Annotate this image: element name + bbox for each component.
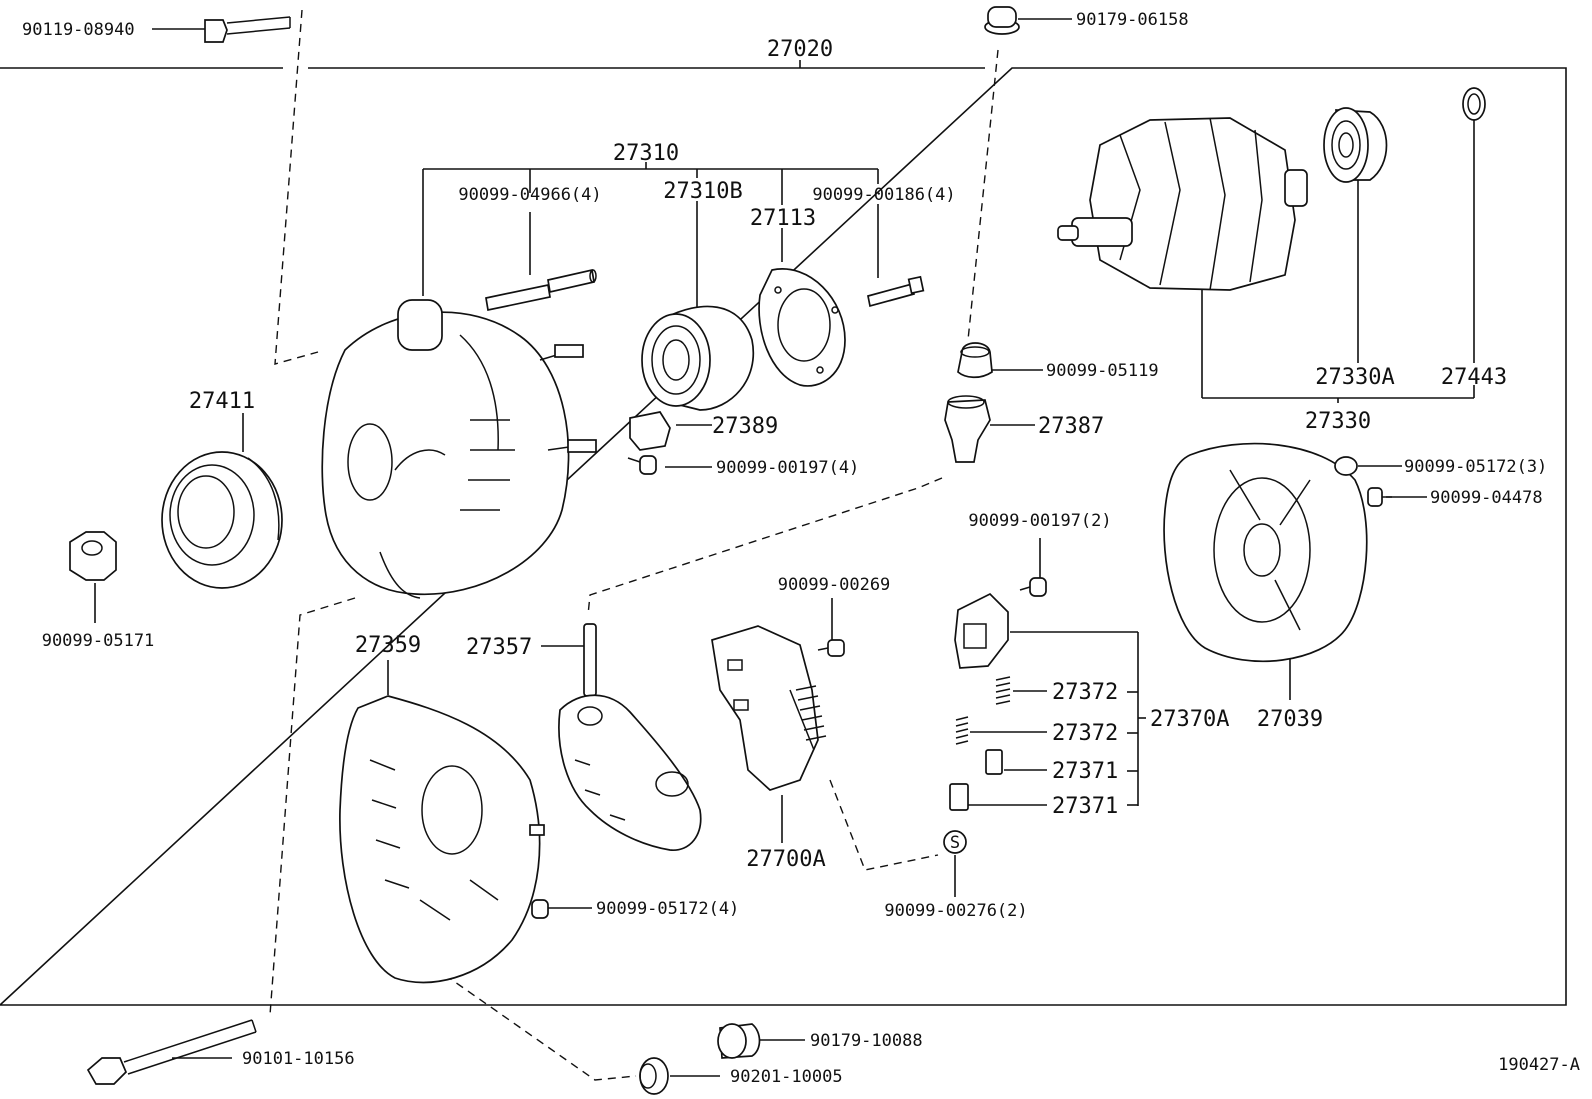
callout-90099-00197-4[interactable]: 90099-00197(4) xyxy=(716,458,859,478)
callout-90099-05171[interactable]: 90099-05171 xyxy=(42,631,155,651)
callout-27359[interactable]: 27359 xyxy=(355,633,421,658)
rectifier-shape xyxy=(558,623,702,851)
stud-bolt-90099-04966-shape xyxy=(485,268,597,312)
spacer-90179-10088-shape xyxy=(717,1023,761,1059)
bracket-27370A xyxy=(1010,631,1146,806)
callout-27700A[interactable]: 27700A xyxy=(746,847,825,872)
callout-90099-00276[interactable]: 90099-00276(2) xyxy=(884,901,1027,921)
bearing-27310B-shape xyxy=(641,305,755,411)
cap-90099-05119-shape xyxy=(957,342,993,379)
bolt-90119-08940-shape xyxy=(204,16,291,43)
callout-27411[interactable]: 27411 xyxy=(189,389,255,414)
callout-90201-10005[interactable]: 90201-10005 xyxy=(730,1067,843,1087)
callout-27113[interactable]: 27113 xyxy=(750,206,816,231)
callout-90099-05172-3[interactable]: 90099-05172(3) xyxy=(1404,457,1547,477)
callout-90179-06158[interactable]: 90179-06158 xyxy=(1076,10,1189,30)
dashed-guide-lines xyxy=(269,9,999,1081)
assembly-frame xyxy=(0,60,1567,1006)
callout-90099-05172-4[interactable]: 90099-05172(4) xyxy=(596,899,739,919)
callout-90099-00186[interactable]: 90099-00186(4) xyxy=(812,185,955,205)
callout-27443[interactable]: 27443 xyxy=(1441,365,1507,390)
screw-90099-00197-2-shape xyxy=(1019,577,1047,597)
pulley-shape xyxy=(161,451,283,589)
callouts: 90119-08940 90179-06158 27310 90099-0496… xyxy=(22,10,1547,1087)
leader-lines xyxy=(94,18,1427,1077)
nut-90179-06158-shape xyxy=(984,6,1020,35)
screw-90099-04478-shape xyxy=(1367,487,1392,507)
nut-90099-05171-shape xyxy=(69,531,117,581)
rear-end-frame-shape xyxy=(339,695,545,984)
bushing-27387-shape xyxy=(944,395,991,463)
callout-90099-05119[interactable]: 90099-05119 xyxy=(1046,361,1159,381)
retainer-plate-shape xyxy=(758,268,846,387)
washer-90099-00276-shape xyxy=(943,830,967,854)
callout-27330A[interactable]: 27330A xyxy=(1315,365,1394,390)
callout-90099-00269[interactable]: 90099-00269 xyxy=(778,575,891,595)
screw-90099-05172-3-shape xyxy=(1334,456,1358,476)
drive-end-frame-shape xyxy=(321,299,597,599)
callout-90179-10088[interactable]: 90179-10088 xyxy=(810,1031,923,1051)
rotor-shape xyxy=(1057,117,1308,291)
bracket-27330 xyxy=(1201,120,1475,403)
bushing-90201-10005-shape xyxy=(639,1057,669,1095)
bolt-90099-00186-shape xyxy=(867,275,925,308)
regulator-shape xyxy=(711,625,827,791)
bolt-90101-10156-shape xyxy=(86,1019,257,1085)
spring-27372-a-shape xyxy=(995,676,1011,705)
callout-27372-b[interactable]: 27372 xyxy=(1052,721,1118,746)
callout-27310B[interactable]: 27310B xyxy=(663,179,742,204)
callout-90099-04478[interactable]: 90099-04478 xyxy=(1430,488,1543,508)
rear-cover-shape xyxy=(1163,442,1368,663)
callout-27357[interactable]: 27357 xyxy=(466,635,532,660)
bearing-27330A-shape xyxy=(1323,107,1388,183)
callout-90119-08940[interactable]: 90119-08940 xyxy=(22,20,135,40)
diagram-reference-code: 190427-A xyxy=(1498,1055,1580,1075)
callout-27387[interactable]: 27387 xyxy=(1038,414,1104,439)
callout-90099-04966[interactable]: 90099-04966(4) xyxy=(458,185,601,205)
callout-27372-a[interactable]: 27372 xyxy=(1052,680,1118,705)
ring-27443-shape xyxy=(1462,87,1486,121)
callout-27330[interactable]: 27330 xyxy=(1305,409,1371,434)
callout-27310[interactable]: 27310 xyxy=(613,141,679,166)
callout-90099-00197-2[interactable]: 90099-00197(2) xyxy=(968,511,1111,531)
callout-27371-b[interactable]: 27371 xyxy=(1052,794,1118,819)
callout-27389[interactable]: 27389 xyxy=(712,414,778,439)
spring-27372-b-shape xyxy=(955,716,969,745)
insulator-27389-shape xyxy=(629,411,671,451)
s-mark-text: S xyxy=(950,833,960,853)
assembly-number: 27020 xyxy=(767,37,833,62)
screw-90099-00269-shape xyxy=(817,639,845,657)
screw-90099-05172-4-shape xyxy=(531,899,560,919)
brush-27371-a-shape xyxy=(985,749,1003,775)
screw-90099-00197-4-shape xyxy=(627,455,657,475)
bracket-27310 xyxy=(422,162,879,308)
callout-90101-10156[interactable]: 90101-10156 xyxy=(242,1049,355,1069)
callout-27371-a[interactable]: 27371 xyxy=(1052,759,1118,784)
callout-27039[interactable]: 27039 xyxy=(1257,707,1323,732)
brush-27371-b-shape xyxy=(949,783,969,811)
brush-holder-shape xyxy=(954,592,1009,669)
callout-27370A[interactable]: 27370A xyxy=(1150,707,1229,732)
